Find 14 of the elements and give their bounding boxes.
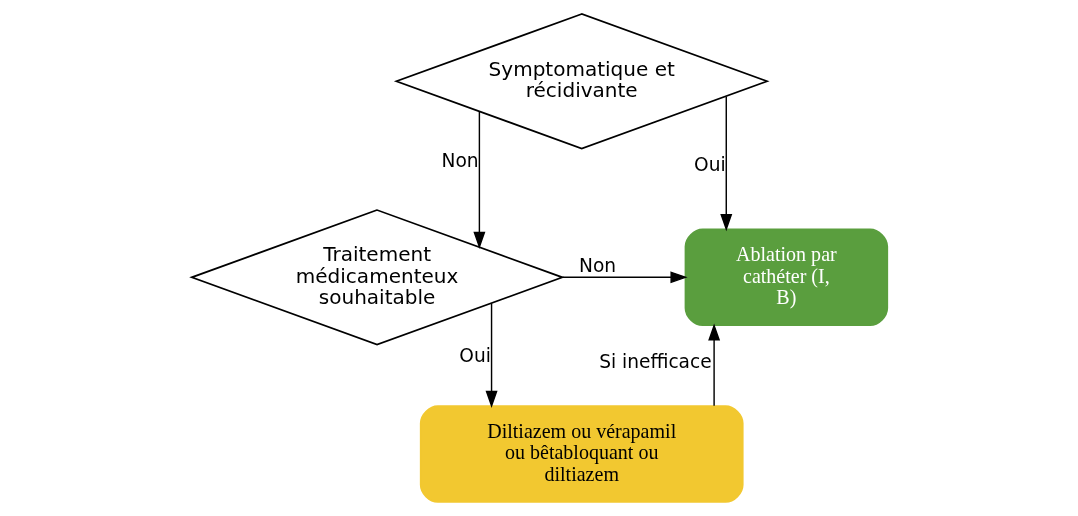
arrow xyxy=(485,302,498,408)
arrow xyxy=(707,323,720,407)
node-box: Diltiazem ou vérapamil ou bêtabloquant ou diltiazem xyxy=(419,405,744,503)
node-box: Ablation par cathéter (I, B) xyxy=(684,228,888,327)
edge-label: Non xyxy=(578,255,616,277)
node-diamond: Traitement médicamenteux souhaitable xyxy=(188,209,565,346)
edge-label: Non xyxy=(441,149,479,171)
node-diamond: Symptomatique et récidivante xyxy=(393,13,770,150)
edge-label: Oui xyxy=(458,345,491,367)
arrow xyxy=(561,271,688,284)
edge-label: Oui xyxy=(693,153,726,175)
arrow xyxy=(719,95,732,232)
edge-label: Si inefficace xyxy=(598,350,712,372)
arrow xyxy=(472,110,485,249)
